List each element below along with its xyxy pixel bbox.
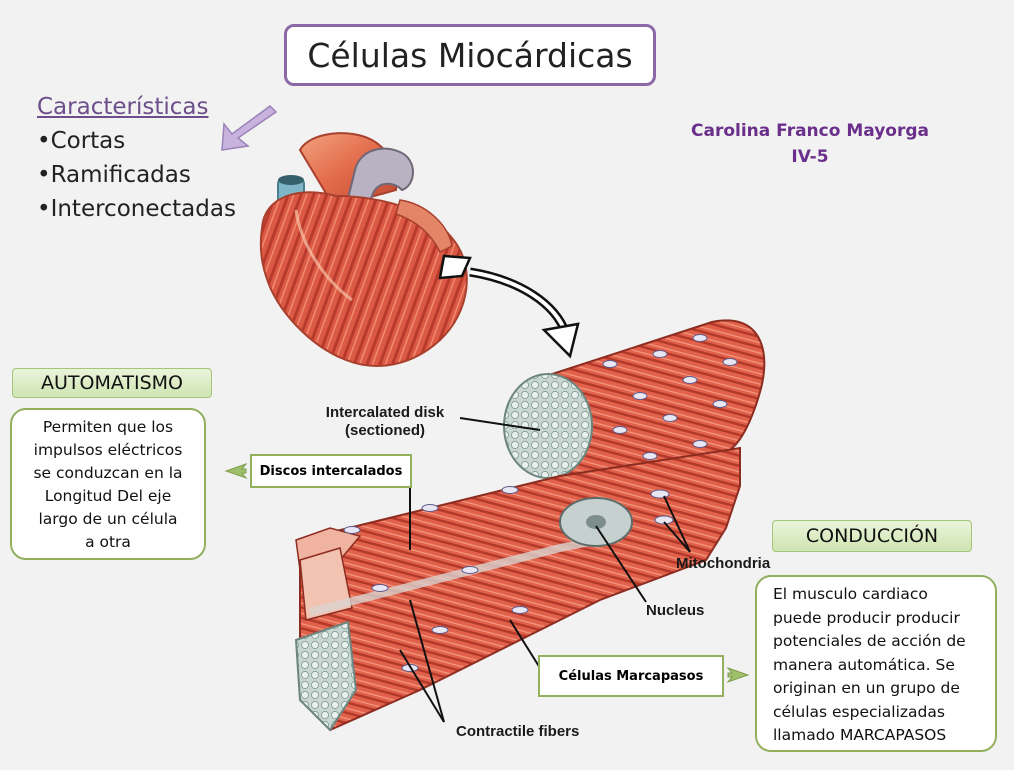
intercalated-line-2: (sectioned) xyxy=(344,422,425,439)
green-arrows xyxy=(224,462,750,684)
text-line: puede producir producir xyxy=(773,608,960,627)
text-line: a otra xyxy=(85,533,131,551)
purple-arrow-icon xyxy=(221,105,278,151)
conduccion-title: CONDUCCIÓN xyxy=(772,520,972,552)
mitochondria-label: Mitochondria xyxy=(676,555,771,572)
text-line: largo de un célula xyxy=(38,510,178,528)
text-line: llamado MARCAPASOS xyxy=(773,726,947,744)
text-line: se conduzcan en la xyxy=(33,464,183,482)
nucleus-label: Nucleus xyxy=(646,602,705,619)
intercalated-line-1: Intercalated disk xyxy=(325,404,445,421)
zoom-arrow-icon xyxy=(469,267,580,359)
celulas-marcapasos-label: Células Marcapasos xyxy=(538,655,724,697)
automatismo-description: Permiten que los impulsos eléctricos se … xyxy=(10,408,206,560)
intercalated-disk-label: Intercalated disk (sectioned) xyxy=(300,404,470,440)
text-line: impulsos eléctricos xyxy=(33,441,183,459)
contractile-fibers-label: Contractile fibers xyxy=(456,723,580,740)
text-line: potenciales de acción de xyxy=(773,632,966,650)
author-block: Carolina Franco Mayorga IV-5 xyxy=(680,118,940,170)
text-line: El musculo cardiaco xyxy=(773,585,928,603)
characteristic-item: •Interconectadas xyxy=(37,196,236,222)
text-line: células especializadas xyxy=(773,702,945,721)
discos-intercalados-label: Discos intercalados xyxy=(250,454,412,488)
pointer-lines xyxy=(399,417,691,723)
characteristics-heading: Características xyxy=(37,94,209,120)
text-line: Permiten que los xyxy=(42,418,174,436)
right-arrow-icon xyxy=(726,666,750,684)
text-line: Longitud Del eje xyxy=(44,487,172,505)
text-line: originan en un grupo de xyxy=(773,679,960,697)
author-group: IV-5 xyxy=(791,147,829,167)
characteristics-list: Características •Cortas •Ramificadas •In… xyxy=(37,90,236,226)
characteristic-item: •Ramificadas xyxy=(37,162,191,188)
page-title: Células Miocárdicas xyxy=(284,24,656,86)
left-arrow-icon xyxy=(224,462,248,480)
conduccion-description: El musculo cardiaco puede producir produ… xyxy=(755,575,997,752)
automatismo-title: AUTOMATISMO xyxy=(12,368,212,398)
text-line: manera automática. Se xyxy=(773,655,955,674)
characteristic-item: •Cortas xyxy=(37,128,126,154)
author-name: Carolina Franco Mayorga xyxy=(691,121,929,141)
heart-illustration xyxy=(259,132,472,367)
